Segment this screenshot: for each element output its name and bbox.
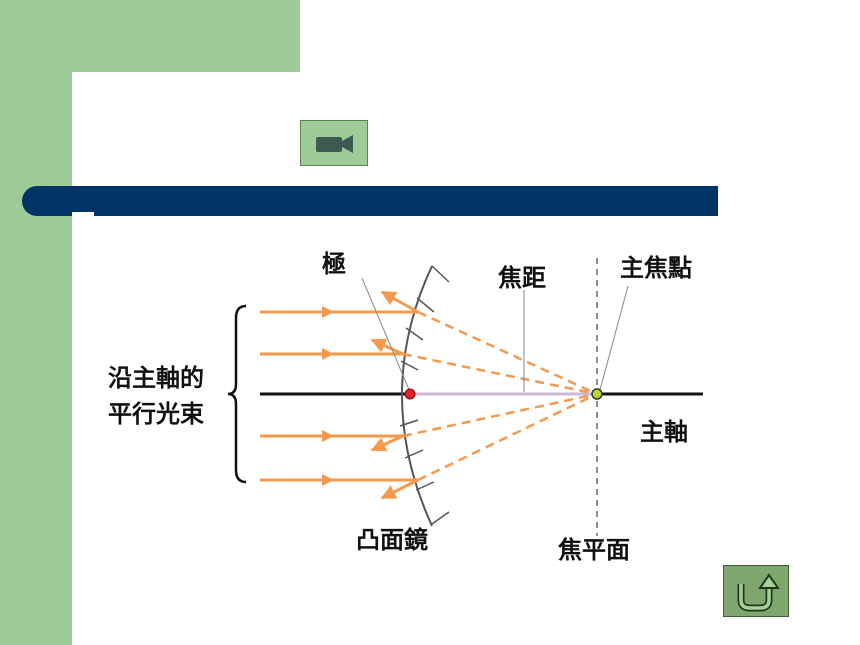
virtual-rays xyxy=(402,310,598,482)
video-button[interactable] xyxy=(300,120,368,166)
parallel-rays-label-line1: 沿主軸的 xyxy=(108,364,204,392)
sidebar-green-strip xyxy=(0,0,72,645)
pole-point xyxy=(404,388,416,400)
convex-mirror-label: 凸面鏡 xyxy=(356,526,428,554)
label-leader-lines xyxy=(361,277,629,393)
parallel-rays-brace xyxy=(227,304,247,484)
convex-mirror-diagram: 極 焦距 主焦點 沿主軸的 平行光束 主軸 凸面鏡 焦平面 xyxy=(108,250,703,564)
focal-plane-label: 焦平面 xyxy=(558,536,630,564)
reflected-rays xyxy=(370,290,419,500)
principal-focus-point xyxy=(591,388,603,400)
content-panel xyxy=(72,72,860,645)
title-bar xyxy=(22,186,718,216)
ray-arrowheads xyxy=(322,306,334,486)
parallel-rays-label-line2: 平行光束 xyxy=(108,400,205,428)
principal-axis-label: 主軸 xyxy=(640,418,688,446)
return-button[interactable] xyxy=(723,565,789,617)
mirror-hatching xyxy=(399,265,450,525)
pole-label: 極 xyxy=(322,250,346,278)
video-camera-icon xyxy=(316,135,353,153)
top-green-band xyxy=(0,0,300,72)
focal-length-label: 焦距 xyxy=(498,264,546,292)
incident-rays xyxy=(260,310,418,482)
title-bar-notch xyxy=(72,212,94,216)
return-arrow-icon xyxy=(737,573,780,612)
principal-focus-label: 主焦點 xyxy=(620,254,692,282)
